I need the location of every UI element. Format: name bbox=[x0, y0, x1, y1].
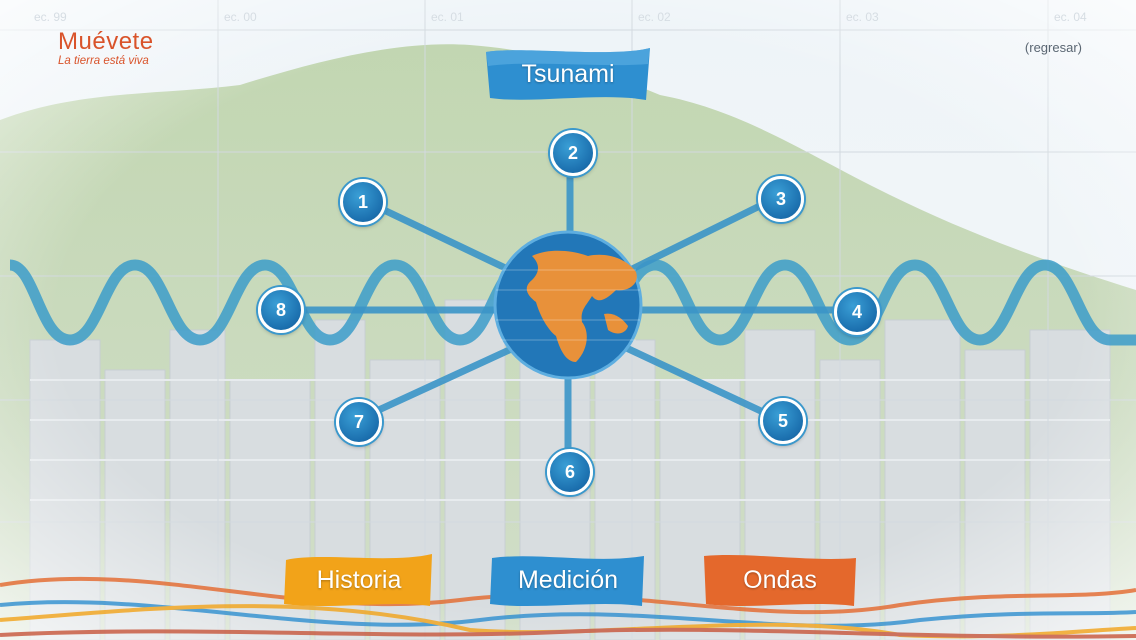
brand-title: Muévete bbox=[58, 28, 154, 55]
brand-logo: Muévete La tierra está viva bbox=[58, 30, 154, 68]
node-3[interactable]: 3 bbox=[758, 176, 804, 222]
node-6[interactable]: 6 bbox=[547, 449, 593, 495]
node-5[interactable]: 5 bbox=[760, 398, 806, 444]
ondas-button[interactable]: Ondas bbox=[700, 550, 860, 610]
node-1[interactable]: 1 bbox=[340, 179, 386, 225]
title-ribbon: Tsunami bbox=[482, 44, 654, 104]
medicion-button[interactable]: Medición bbox=[486, 550, 650, 610]
node-8[interactable]: 8 bbox=[258, 287, 304, 333]
medicion-label: Medición bbox=[517, 565, 619, 594]
topic-title: Tsunami bbox=[521, 59, 615, 88]
node-4[interactable]: 4 bbox=[834, 289, 880, 335]
brand-tagline: La tierra está viva bbox=[58, 55, 149, 67]
back-link[interactable]: (regresar) bbox=[1024, 40, 1082, 55]
grid-label: ec. 02 bbox=[638, 10, 671, 24]
ribbon-shape bbox=[284, 554, 432, 606]
ribbon-shape bbox=[704, 555, 856, 606]
node-7[interactable]: 7 bbox=[336, 399, 382, 445]
ribbon-shape bbox=[486, 48, 650, 100]
grid-label: ec. 01 bbox=[431, 10, 464, 24]
ondas-label: Ondas bbox=[743, 565, 817, 594]
historia-label: Historia bbox=[316, 565, 402, 594]
grid-label: ec. 04 bbox=[1054, 10, 1087, 24]
historia-button[interactable]: Historia bbox=[280, 550, 438, 610]
grid-label: ec. 99 bbox=[34, 10, 67, 24]
node-2[interactable]: 2 bbox=[550, 130, 596, 176]
grid-label: ec. 00 bbox=[224, 10, 257, 24]
grid-label: ec. 03 bbox=[846, 10, 879, 24]
ribbon-shape bbox=[490, 556, 644, 606]
